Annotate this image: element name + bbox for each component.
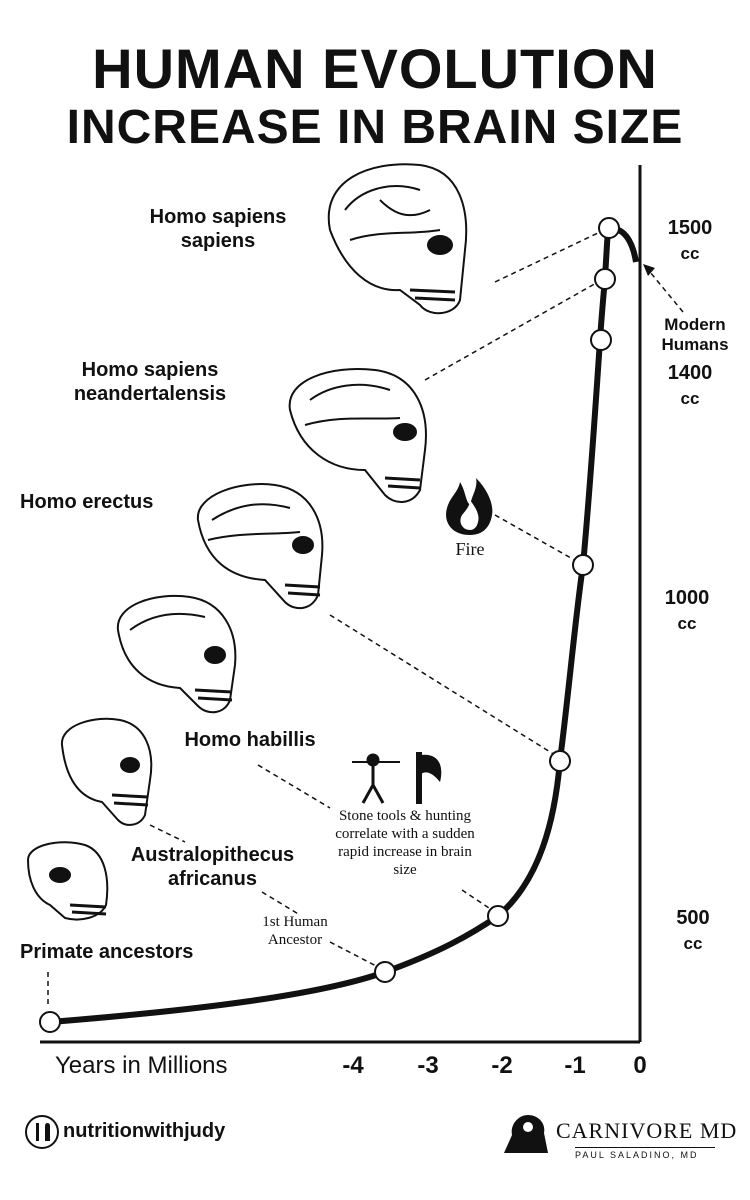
- label-fire: Fire: [455, 539, 485, 559]
- skull-sapiens: [327, 163, 468, 315]
- fire-icon-inner: [460, 500, 479, 530]
- connector-modern: [649, 271, 684, 313]
- brain-size-1500: 1500 cc: [655, 215, 725, 267]
- brand-carnivore-md: CARNIVORE MD: [556, 1118, 738, 1143]
- title-line-2: INCREASE IN BRAIN SIZE: [66, 101, 684, 154]
- brand-divider: [575, 1147, 715, 1148]
- brain-size-1500-value: 1500: [667, 217, 713, 239]
- lion-logo-icon: [504, 1115, 548, 1153]
- label-primate-ancestors: Primate ancestors: [20, 941, 194, 963]
- x-axis-label: Years in Millions: [55, 1052, 228, 1079]
- milestone-sapiens: [598, 217, 620, 239]
- skull-habilis: [116, 595, 237, 714]
- brain-size-1000: 1000 cc: [652, 585, 722, 637]
- label-first-human-ancestor: 1st Human Ancestor: [262, 914, 328, 948]
- skull-neandertalensis: [288, 368, 427, 503]
- title-line-1: HUMAN EVOLUTION: [92, 37, 658, 100]
- skull-australopithecus: [60, 717, 153, 826]
- x-tick-minus-3: -3: [417, 1052, 439, 1079]
- brain-size-1500-unit: cc: [680, 244, 700, 263]
- milestone-fire: [572, 554, 594, 576]
- brain-size-500-unit: cc: [683, 934, 703, 953]
- label-homo-habilis: Homo habillis: [184, 729, 316, 751]
- x-tick-0: 0: [633, 1052, 647, 1079]
- milestone-neander: [594, 268, 616, 290]
- brain-size-500: 500 cc: [658, 905, 728, 957]
- hunter-icon: [352, 753, 400, 804]
- brain-size-1000-value: 1000: [664, 587, 710, 609]
- brand-paul-saladino: PAUL SALADINO, MD: [575, 1150, 699, 1160]
- label-modern-humans: Modern Humans: [661, 315, 729, 354]
- label-homo-erectus: Homo erectus: [20, 491, 154, 513]
- x-tick-minus-4: -4: [342, 1052, 364, 1079]
- x-tick-minus-2: -2: [491, 1052, 513, 1079]
- brain-size-1000-unit: cc: [677, 614, 697, 633]
- skull-primate: [26, 841, 109, 921]
- milestone-1400: [590, 329, 612, 351]
- connector-erectus: [329, 614, 556, 756]
- connector-fire: [494, 514, 579, 563]
- x-tick-minus-1: -1: [564, 1052, 586, 1079]
- connector-australo-2: [261, 891, 301, 916]
- modern-arrowhead: [643, 264, 655, 276]
- connector-habilis: [257, 764, 331, 809]
- connector-australo: [149, 824, 186, 843]
- connector-tools: [461, 889, 496, 913]
- milestone-tools: [487, 905, 509, 927]
- milestone-primate: [39, 1011, 61, 1033]
- skull-erectus: [196, 483, 324, 610]
- label-stone-tools: Stone tools & hunting correlate with a s…: [335, 808, 475, 878]
- brain-size-500-value: 500: [676, 907, 710, 929]
- label-homo-sapiens-sapiens: Homo sapiens sapiens: [149, 206, 287, 252]
- brain-size-1400-unit: cc: [680, 389, 700, 408]
- milestone-first-human: [374, 961, 396, 983]
- connector-lines: [47, 231, 684, 1008]
- connector-neander: [424, 281, 599, 381]
- connector-sapiens: [494, 231, 601, 283]
- brain-size-1400-value: 1400: [667, 362, 713, 384]
- label-homo-sapiens-neandertalensis: Homo sapiens neandertalensis: [73, 359, 227, 405]
- brain-size-1400: 1400 cc: [655, 360, 725, 412]
- axe-icon: [416, 752, 442, 804]
- brand-nutrition-with-judy: nutritionwithjudy: [63, 1120, 226, 1142]
- milestone-erectus: [549, 750, 571, 772]
- fork-knife-icon: [25, 1115, 59, 1149]
- connector-first-human: [329, 941, 381, 969]
- label-australopithecus: Australopithecus africanus: [130, 844, 295, 890]
